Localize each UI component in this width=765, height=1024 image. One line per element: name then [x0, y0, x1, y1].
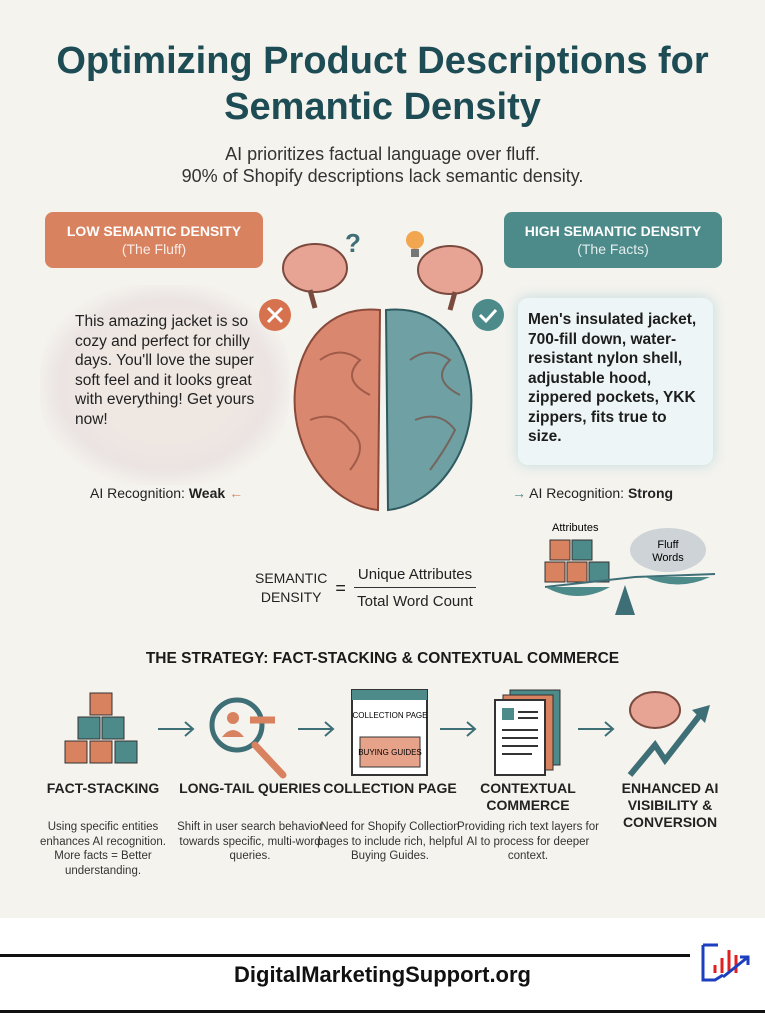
small-brain-right-icon [417, 245, 483, 311]
arrow-left-icon: ← [229, 485, 244, 501]
arrow-right-icon [440, 721, 477, 737]
check-mark-icon [472, 299, 504, 331]
divider [0, 954, 690, 957]
subtitle-line: AI prioritizes factual language over flu… [225, 144, 540, 164]
facts-box: Men's insulated jacket, 700-fill down, w… [518, 298, 713, 465]
svg-text:Words: Words [652, 552, 684, 564]
magnifier-user-icon [209, 697, 287, 779]
subtitle-line: 90% of Shopify descriptions lack semanti… [181, 166, 584, 186]
browser-page-icon: COLLECTION PAGE BUYING GUIDES [351, 689, 428, 776]
step-enhanced-visibility: ENHANCED AI VISIBILITY & CONVERSION [621, 780, 719, 830]
strategy-icons: COLLECTION PAGE BUYING GUIDES [64, 689, 710, 779]
stacked-cubes-icon [64, 692, 138, 764]
logo-chart-icon [701, 943, 750, 982]
svg-text:Fluff: Fluff [657, 539, 679, 551]
brain-illustration: ? [259, 228, 504, 512]
arrow-right-icon [578, 721, 615, 737]
brain-growth-icon [627, 691, 710, 777]
high-density-label: HIGH SEMANTIC DENSITY(The Facts) [504, 212, 722, 268]
strategy-title: THE STRATEGY: FACT-STACKING & CONTEXTUAL… [145, 650, 620, 667]
brain-right-hemisphere [384, 308, 473, 512]
svg-text:BUYING GUIDES: BUYING GUIDES [358, 748, 422, 757]
lightbulb-icon [406, 231, 424, 257]
fluff-text: This amazing jacket is so cozy and perfe… [75, 313, 255, 428]
arrow-right-icon [158, 721, 195, 737]
fluff-cloud [40, 285, 290, 485]
subtitle: AI prioritizes factual language over flu… [0, 143, 765, 187]
site-link[interactable]: DigitalMarketingSupport.org [234, 962, 531, 987]
question-mark-icon: ? [345, 228, 361, 258]
divider [0, 1010, 765, 1013]
svg-text:COLLECTION PAGE: COLLECTION PAGE [353, 711, 428, 720]
small-brain-left-icon [282, 243, 348, 309]
footer [0, 918, 765, 1024]
low-recognition: AI Recognition: Weak ← [90, 485, 244, 501]
brain-left-hemisphere [293, 308, 382, 512]
documents-icon [494, 689, 561, 776]
page-title: Optimizing Product Descriptions for Sema… [56, 40, 709, 128]
arrow-right-icon: → [512, 485, 526, 501]
svg-text:Attributes: Attributes [552, 522, 599, 534]
x-mark-icon [259, 299, 291, 331]
high-recognition: → AI Recognition: Strong [512, 485, 674, 501]
arrow-right-icon [298, 721, 335, 737]
balance-scale-icon: Attributes Fluff Words [544, 522, 716, 615]
low-density-label: LOW SEMANTIC DENSITY(The Fluff) [45, 212, 263, 268]
